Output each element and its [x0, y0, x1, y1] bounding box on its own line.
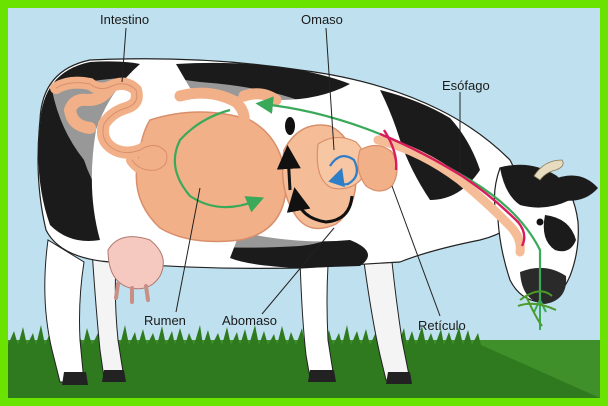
cow-digestive-diagram	[8, 8, 600, 398]
label-omaso: Omaso	[301, 12, 343, 27]
diagram-panel: Intestino Omaso Esófago Rumen Abomaso Re…	[8, 8, 600, 398]
label-reticulo: Retículo	[418, 318, 466, 333]
label-abomaso: Abomaso	[222, 313, 277, 328]
label-esofago: Esófago	[442, 78, 490, 93]
label-intestino: Intestino	[100, 12, 149, 27]
label-rumen: Rumen	[144, 313, 186, 328]
